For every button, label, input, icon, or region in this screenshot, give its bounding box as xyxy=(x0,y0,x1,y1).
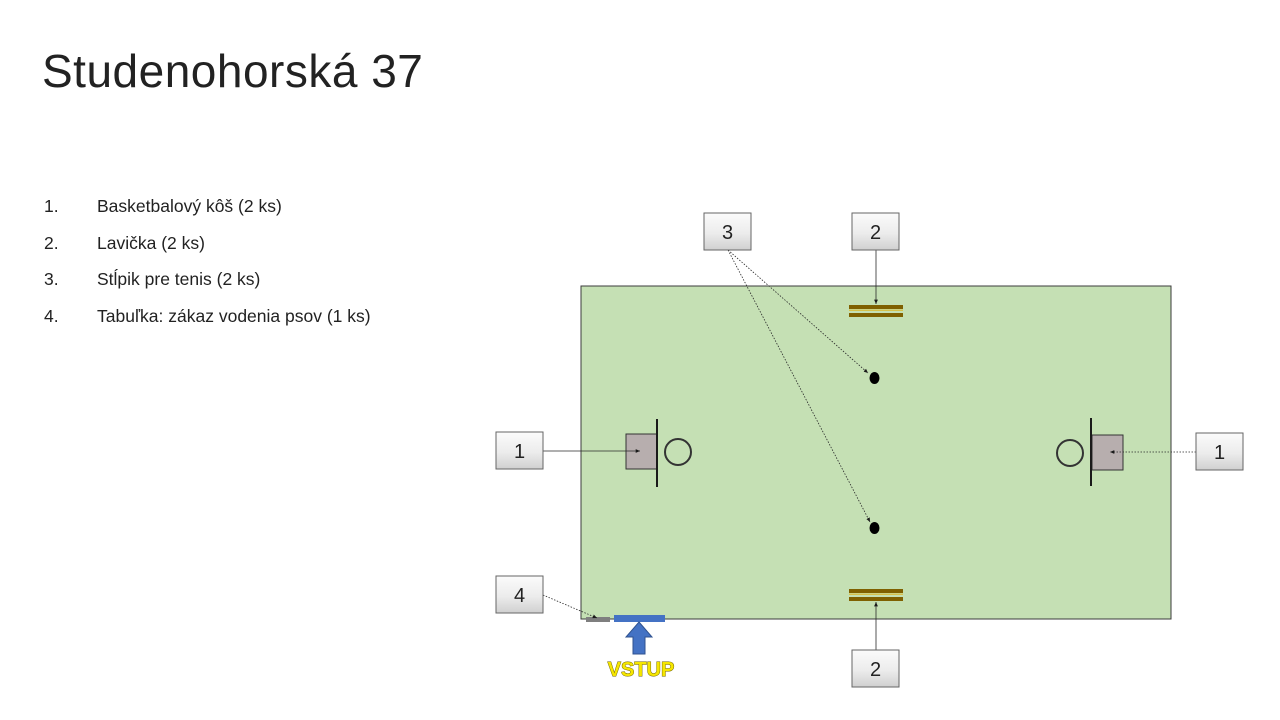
legend-text: Lavička (2 ks) xyxy=(97,232,205,253)
bench-top xyxy=(849,305,903,317)
legend-text: Stĺpik pre tenis (2 ks) xyxy=(97,269,261,290)
legend-text: Basketbalový kôš (2 ks) xyxy=(97,196,282,216)
tennis-post-bottom xyxy=(869,522,880,534)
tennis-post-top xyxy=(869,372,880,384)
legend-number: 4. xyxy=(44,306,59,327)
callout-label: 2 xyxy=(870,222,881,244)
sign-no-dogs xyxy=(586,617,610,622)
callout-tennis-posts: 3 xyxy=(703,212,752,251)
entrance-arrow-icon xyxy=(624,621,654,655)
callout-label: 4 xyxy=(514,585,525,607)
legend-text: Tabuľka: zákaz vodenia psov (1 ks) xyxy=(97,306,371,327)
bench-bottom xyxy=(849,589,903,601)
entrance-label: VSTUP xyxy=(608,659,675,681)
callout-label: 1 xyxy=(514,441,525,463)
callout-hoop-right: 1 xyxy=(1195,432,1244,471)
legend-number: 1. xyxy=(44,196,59,216)
basketball-hoop-left xyxy=(625,419,692,487)
entrance-gate xyxy=(614,615,665,622)
callout-hoop-left: 1 xyxy=(495,431,544,470)
court-field xyxy=(580,285,1172,620)
legend-number: 3. xyxy=(44,269,59,290)
callout-bench-top: 2 xyxy=(851,212,900,251)
basketball-hoop-right xyxy=(1056,418,1124,486)
callout-sign: 4 xyxy=(495,575,544,614)
legend-number: 2. xyxy=(44,232,59,253)
page-title: Studenohorská 37 xyxy=(42,45,424,97)
callout-label: 1 xyxy=(1214,442,1225,464)
callout-label: 3 xyxy=(722,222,733,244)
callout-label: 2 xyxy=(870,659,881,681)
leader-lines xyxy=(542,249,1196,650)
callout-bench-bottom: 2 xyxy=(851,649,900,688)
